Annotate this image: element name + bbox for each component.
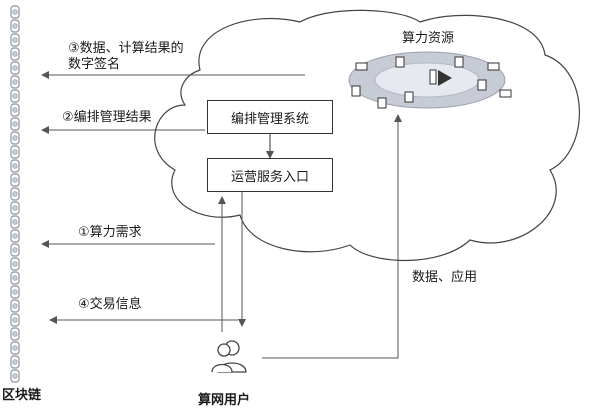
chain-link-icon — [12, 331, 18, 337]
blockchain-label: 区块链 — [2, 388, 42, 403]
chain-link-icon — [10, 229, 20, 243]
chain-link-icon — [12, 65, 18, 71]
chain-link-icon — [10, 145, 20, 159]
chain-link-icon — [10, 187, 20, 201]
chain-link-icon — [12, 23, 18, 29]
orchestration-system-box: 编排管理系统 — [207, 100, 333, 134]
blockchain-chain-icon — [10, 5, 20, 383]
chain-link-icon — [10, 243, 20, 257]
laptop-icon — [499, 89, 512, 98]
chain-link-icon — [10, 131, 20, 145]
chain-link-icon — [12, 93, 18, 99]
chain-link-icon — [10, 369, 20, 383]
server-icon — [477, 79, 487, 91]
compute-demand-label: ①算力需求 — [78, 225, 142, 240]
chain-link-icon — [10, 271, 20, 285]
chain-link-icon — [10, 327, 20, 341]
chain-link-icon — [12, 205, 18, 211]
chain-link-icon — [12, 191, 18, 197]
signature-label-line2: 数字签名 — [68, 57, 121, 72]
data-app-arrow — [262, 114, 402, 359]
chain-link-icon — [12, 261, 18, 267]
chain-link-icon — [12, 37, 18, 43]
chain-link-icon — [12, 9, 18, 15]
chain-link-icon — [12, 135, 18, 141]
compute-resource-cluster — [348, 51, 512, 109]
server-icon — [404, 91, 414, 103]
signature-label-line1: ③数据、计算结果的 — [68, 41, 184, 56]
chain-link-icon — [12, 219, 18, 225]
chain-link-icon — [10, 75, 20, 89]
cloud-shape — [154, 9, 580, 262]
chain-link-icon — [10, 285, 20, 299]
user-label: 算网用户 — [198, 393, 251, 408]
chain-link-icon — [12, 317, 18, 323]
chain-link-icon — [12, 163, 18, 169]
chain-link-icon — [12, 289, 18, 295]
chain-link-icon — [12, 107, 18, 113]
chain-link-icon — [10, 117, 20, 131]
chain-link-icon — [12, 79, 18, 85]
chain-link-icon — [12, 51, 18, 57]
chain-link-icon — [12, 373, 18, 379]
chain-link-icon — [10, 19, 20, 33]
server-icon — [351, 85, 361, 97]
chain-link-icon — [10, 355, 20, 369]
chain-link-icon — [12, 303, 18, 309]
server-icon — [429, 69, 437, 85]
transaction-info-label: ④交易信息 — [78, 297, 142, 312]
chain-link-icon — [10, 313, 20, 327]
chain-link-icon — [12, 121, 18, 127]
chain-link-icon — [10, 89, 20, 103]
chain-link-icon — [10, 341, 20, 355]
server-icon — [454, 56, 464, 68]
data-app-label: 数据、应用 — [412, 270, 478, 285]
chain-link-icon — [10, 215, 20, 229]
funnel-icon — [438, 70, 452, 86]
chain-link-icon — [10, 47, 20, 61]
chain-link-icon — [12, 345, 18, 351]
chain-link-icon — [10, 173, 20, 187]
laptop-icon — [355, 62, 368, 71]
chain-link-icon — [10, 61, 20, 75]
laptop-icon — [487, 62, 500, 71]
chain-link-icon — [12, 149, 18, 155]
chain-link-icon — [12, 233, 18, 239]
server-icon — [395, 56, 405, 68]
orchestration-result-label: ②编排管理结果 — [62, 110, 152, 125]
chain-link-icon — [10, 159, 20, 173]
chain-link-icon — [10, 5, 20, 19]
compute-resource-label: 算力资源 — [402, 31, 455, 46]
chain-link-icon — [10, 33, 20, 47]
user-group-icon — [211, 340, 247, 373]
chain-link-icon — [10, 299, 20, 313]
chain-link-icon — [12, 247, 18, 253]
chain-link-icon — [10, 257, 20, 271]
chain-link-icon — [10, 201, 20, 215]
chain-link-icon — [12, 359, 18, 365]
chain-link-icon — [12, 177, 18, 183]
server-icon — [377, 97, 387, 109]
operation-entry-box: 运营服务入口 — [207, 158, 333, 192]
chain-link-icon — [12, 275, 18, 281]
chain-link-icon — [10, 103, 20, 117]
